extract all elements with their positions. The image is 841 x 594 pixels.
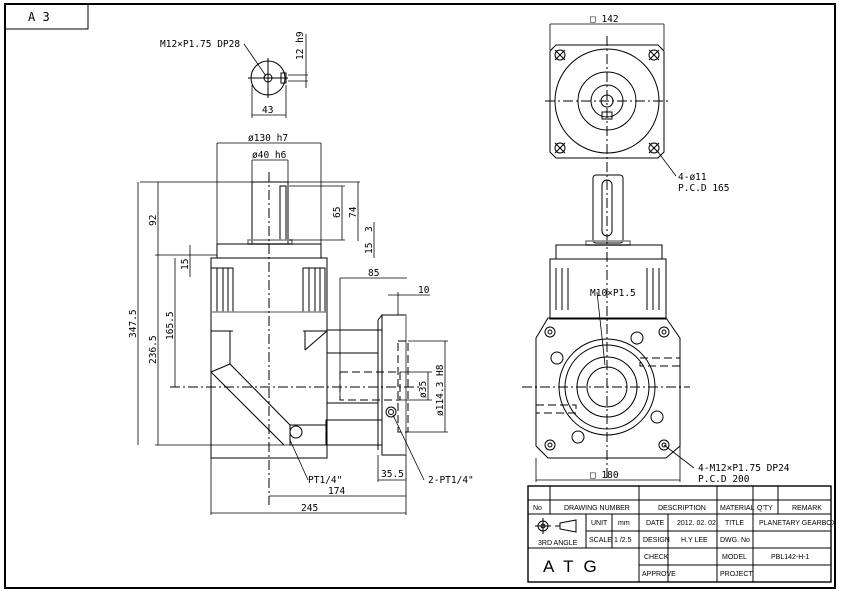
pilot-dia-dim: ø130 h7 xyxy=(248,133,288,144)
front-view: □ 142 4-ø11 P.C.D 165 M10×P1.5 xyxy=(522,14,790,485)
unit-value: mm xyxy=(618,520,630,527)
hole-note-2: 4-M12×P1.75 DP24 xyxy=(698,463,790,474)
bore-dia-dim: ø35 xyxy=(418,381,429,398)
model-label: MODEL xyxy=(722,554,747,561)
side-view: ø130 h7 ø40 h6 92 65 74 3 15 15 347.5 23… xyxy=(128,133,474,515)
header-no: No xyxy=(533,505,542,512)
scale-value: 1 /2.5 xyxy=(614,537,632,544)
key-len-dim: 65 xyxy=(332,207,343,218)
flange-thk-left-dim: 15 xyxy=(180,259,191,270)
unit-label: UNIT xyxy=(591,520,608,527)
hole-note-1: 4-ø11 xyxy=(678,172,707,183)
body-h-dim: 236.5 xyxy=(148,335,159,364)
shaft-full-dim: 74 xyxy=(348,206,359,218)
header-qty: Q'TY xyxy=(757,505,773,512)
port-right-note: 2-PT1/4" xyxy=(428,475,474,486)
mid-h-dim: 165.5 xyxy=(165,311,176,340)
title-label: TITLE xyxy=(725,520,744,527)
shaft-offset-dim: 43 xyxy=(262,105,273,116)
pcd-1: P.C.D 165 xyxy=(678,183,729,194)
shaft-dia-dim: ø40 h6 xyxy=(252,150,287,161)
check-label: CHECK xyxy=(644,554,669,561)
sheet-frame: A 3 xyxy=(4,3,836,589)
square-bottom-dim: □ 180 xyxy=(590,470,619,481)
approve-label: APPROVE xyxy=(642,571,676,578)
project-label: PROJECT xyxy=(720,571,753,578)
port-left-note: PT1/4" xyxy=(308,475,342,486)
thread-note: M12×P1.75 DP28 xyxy=(160,39,240,50)
pcd-2: P.C.D 200 xyxy=(698,474,750,485)
out-lip-dim: 10 xyxy=(418,285,430,296)
tap-note: M10×P1.5 xyxy=(590,288,636,299)
bore-pilot-dim: ø114.3 H8 xyxy=(435,364,446,416)
top-view: 12 h9 43 M12×P1.75 DP28 xyxy=(160,31,308,118)
header-description: DESCRIPTION xyxy=(658,505,706,512)
key-width-dim: 12 h9 xyxy=(295,31,306,60)
center-to-face-dim: 174 xyxy=(328,486,345,497)
out-len-dim: 85 xyxy=(368,268,379,279)
sheet-size-label: A 3 xyxy=(28,10,50,24)
date-label: DATE xyxy=(646,520,664,527)
title-value: PLANETARY GEARBOX xyxy=(759,520,837,527)
design-label: DESIGN xyxy=(643,537,670,544)
shaft-len-dim: 92 xyxy=(148,215,159,226)
header-drawing-number: DRAWING NUMBER xyxy=(564,505,630,512)
overall-w-dim: 245 xyxy=(301,503,318,514)
third-angle-symbol-icon xyxy=(535,518,577,534)
overall-h-dim: 347.5 xyxy=(128,309,139,338)
shoulder-dim: 3 xyxy=(364,226,375,232)
title-block: No DRAWING NUMBER DESCRIPTION MATERIAL Q… xyxy=(527,485,837,583)
projection-label: 3RD ANGLE xyxy=(538,540,578,547)
header-material: MATERIAL xyxy=(720,505,755,512)
date-value: 2012. 02. 02 xyxy=(677,520,716,527)
dwg-label: DWG. No xyxy=(720,537,750,544)
square-top-dim: □ 142 xyxy=(590,14,619,25)
scale-label: SCALE xyxy=(589,537,612,544)
header-remark: REMARK xyxy=(792,505,822,512)
company-logo: ATG xyxy=(543,557,607,576)
flange-thk-right-dim: 15 xyxy=(364,243,375,254)
flange-w-dim: 35.5 xyxy=(381,469,404,480)
model-value: PBL142-H-1 xyxy=(771,554,810,561)
design-value: H.Y LEE xyxy=(681,537,708,544)
